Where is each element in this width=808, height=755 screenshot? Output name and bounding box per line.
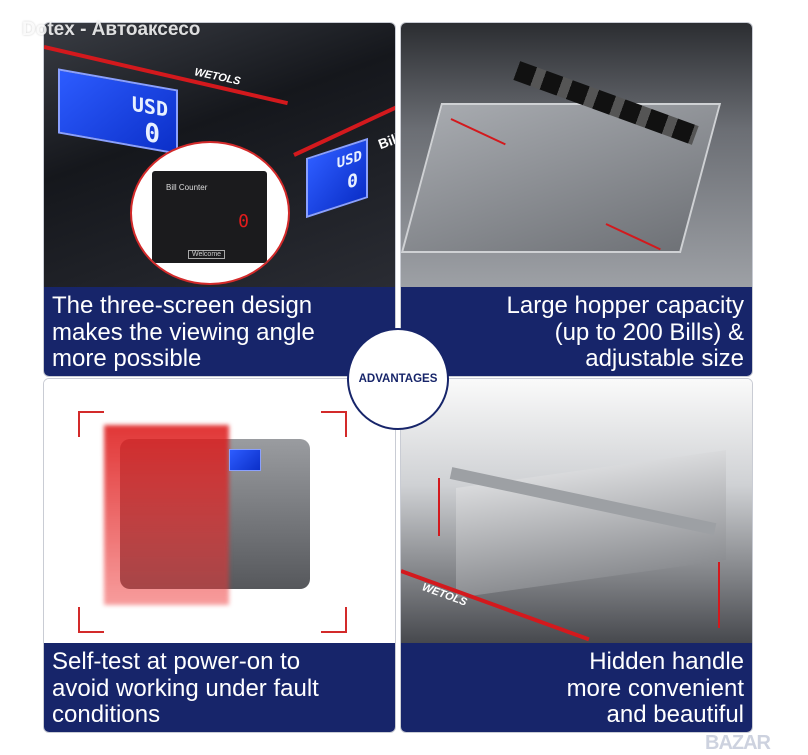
caption-line: and beautiful — [606, 701, 744, 728]
photo-three-screen: USD 0 WETOLS USD 0 Bill Bill Counter 0 W… — [44, 23, 395, 289]
panel-hidden-handle: WETOLS Hidden handle more convenient and… — [400, 378, 753, 733]
caption-line: Self-test at power-on to — [52, 648, 301, 675]
caption-line: conditions — [52, 701, 161, 728]
panel-three-screen: USD 0 WETOLS USD 0 Bill Bill Counter 0 W… — [43, 22, 396, 377]
photo-hopper — [401, 23, 752, 289]
caption-line: more convenient — [566, 674, 744, 702]
side-lcd-count: 0 — [347, 169, 358, 194]
caption-line: adjustable size — [585, 345, 744, 372]
bill-counter-title: Bill Counter — [166, 183, 208, 192]
advantages-badge: ADVANTAGES — [347, 328, 449, 430]
bill-counter-value: 0 — [238, 211, 249, 232]
watermark-bazar: BAZAR — [705, 732, 771, 754]
panel-self-test: Self-test at power-on to avoid working u… — [43, 378, 396, 733]
side-label: Bill — [375, 129, 396, 153]
lcd-count: 0 — [144, 117, 160, 151]
caption-line: avoid working under fault — [52, 674, 319, 702]
photo-self-test — [44, 379, 395, 645]
caption: The three-screen design makes the viewin… — [44, 287, 395, 376]
watermark-seller: Dotex - Автоаксесо — [22, 19, 201, 40]
welcome-label: Welcome — [188, 250, 226, 259]
photo-hidden-handle: WETOLS — [401, 379, 752, 645]
caption: Self-test at power-on to avoid working u… — [44, 643, 395, 732]
lcd-currency: USD — [131, 91, 168, 122]
caption-line: The three-screen design — [52, 292, 313, 319]
main-lcd: USD 0 — [58, 68, 178, 155]
side-lcd-currency: USD — [336, 147, 362, 173]
external-display-zoom: Bill Counter 0 Welcome — [130, 141, 290, 285]
caption: Hidden handle more convenient and beauti… — [401, 643, 752, 732]
caption-line: makes the viewing angle — [52, 318, 315, 346]
panel-hopper: Large hopper capacity (up to 200 Bills) … — [400, 22, 753, 377]
side-lcd: USD 0 — [306, 137, 368, 219]
caption-line: (up to 200 Bills) & — [554, 318, 744, 346]
caption-line: Large hopper capacity — [506, 292, 745, 319]
caption-line: Hidden handle — [589, 648, 744, 675]
advantages-label: ADVANTAGES — [358, 373, 438, 385]
caption: Large hopper capacity (up to 200 Bills) … — [401, 287, 752, 376]
caption-line: more possible — [52, 345, 202, 372]
